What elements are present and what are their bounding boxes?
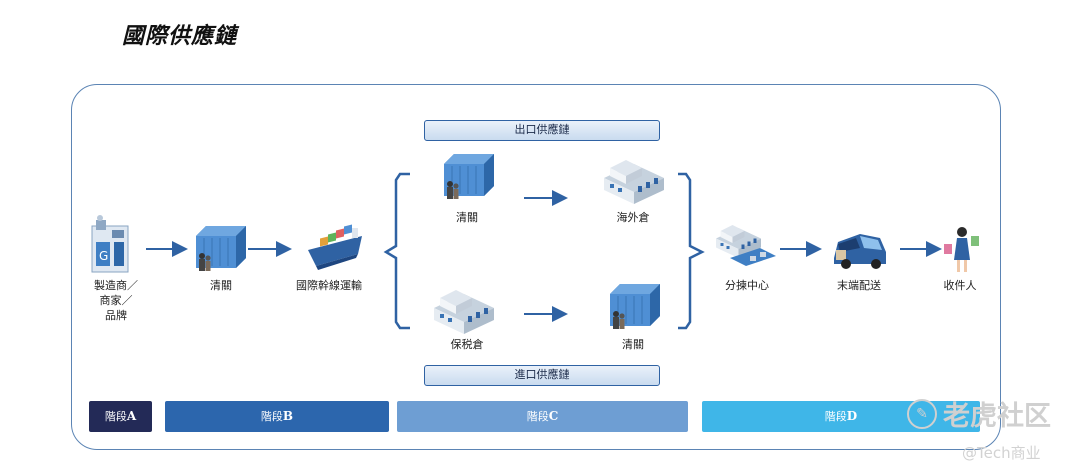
container-icon [443, 153, 495, 200]
warehouse-icon [604, 160, 664, 204]
label-customs-clearance: 清關 [210, 279, 232, 292]
warehouse-icon [434, 290, 494, 334]
label-international-shipping: 國際幹線運輸 [296, 279, 362, 292]
import-supply-chain-banner: 進口供應鏈 [424, 365, 660, 386]
page-title: 國際供應鏈 [122, 23, 238, 49]
container-icon [195, 225, 247, 272]
label-export-customs: 清關 [456, 211, 478, 224]
shopper-icon [944, 227, 979, 272]
stage-a-bar: 階段A [89, 401, 152, 432]
paw-icon: ✎ [907, 398, 937, 429]
factory-icon: G [91, 215, 129, 273]
delivery-van-icon [834, 234, 886, 269]
label-last-mile: 末端配送 [837, 279, 881, 292]
label-bonded-warehouse: 保税倉 [450, 338, 484, 351]
label-overseas-warehouse: 海外倉 [616, 211, 650, 224]
sorting-center-icon [716, 225, 776, 266]
ship-icon [308, 224, 362, 270]
stage-b-bar: 階段B [165, 401, 389, 432]
label-recipient: 收件人 [943, 279, 977, 292]
svg-text:G: G [99, 249, 108, 263]
label-manufacturer: 製造商／ 商家／ 品牌 [94, 279, 138, 322]
label-sorting-center: 分揀中心 [725, 279, 769, 292]
label-import-customs: 清關 [622, 338, 644, 351]
watermark: ✎ 老虎社区 [907, 394, 1051, 433]
diagram-frame [71, 84, 1001, 450]
stage-c-bar: 階段C [397, 401, 688, 432]
watermark-handle: @Tech商业 [962, 444, 1041, 462]
container-icon [609, 283, 661, 330]
export-supply-chain-banner: 出口供應鏈 [424, 120, 660, 141]
